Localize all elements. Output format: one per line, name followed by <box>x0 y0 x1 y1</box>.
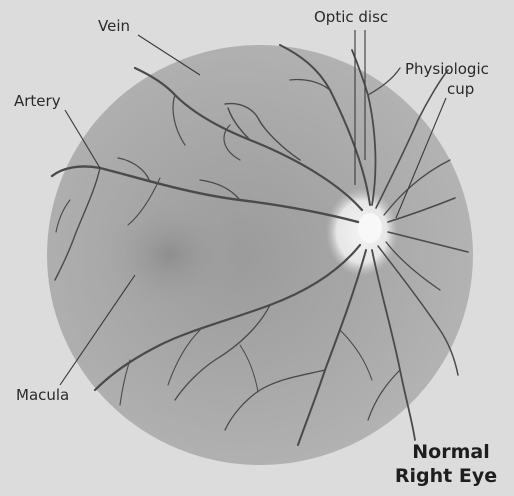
physiologic-label-line2: cup <box>447 80 474 98</box>
vein-label: Vein <box>98 17 130 35</box>
optic-disc-label: Optic disc <box>314 8 388 26</box>
macula-label: Macula <box>16 386 69 404</box>
caption-line1: Normal <box>396 440 506 464</box>
physiologic-cup <box>358 213 382 243</box>
physiologic-label-line1: Physiologic <box>405 60 489 78</box>
caption-line2: Right Eye <box>384 464 508 488</box>
macula-region <box>100 195 240 315</box>
artery-label: Artery <box>14 92 61 110</box>
